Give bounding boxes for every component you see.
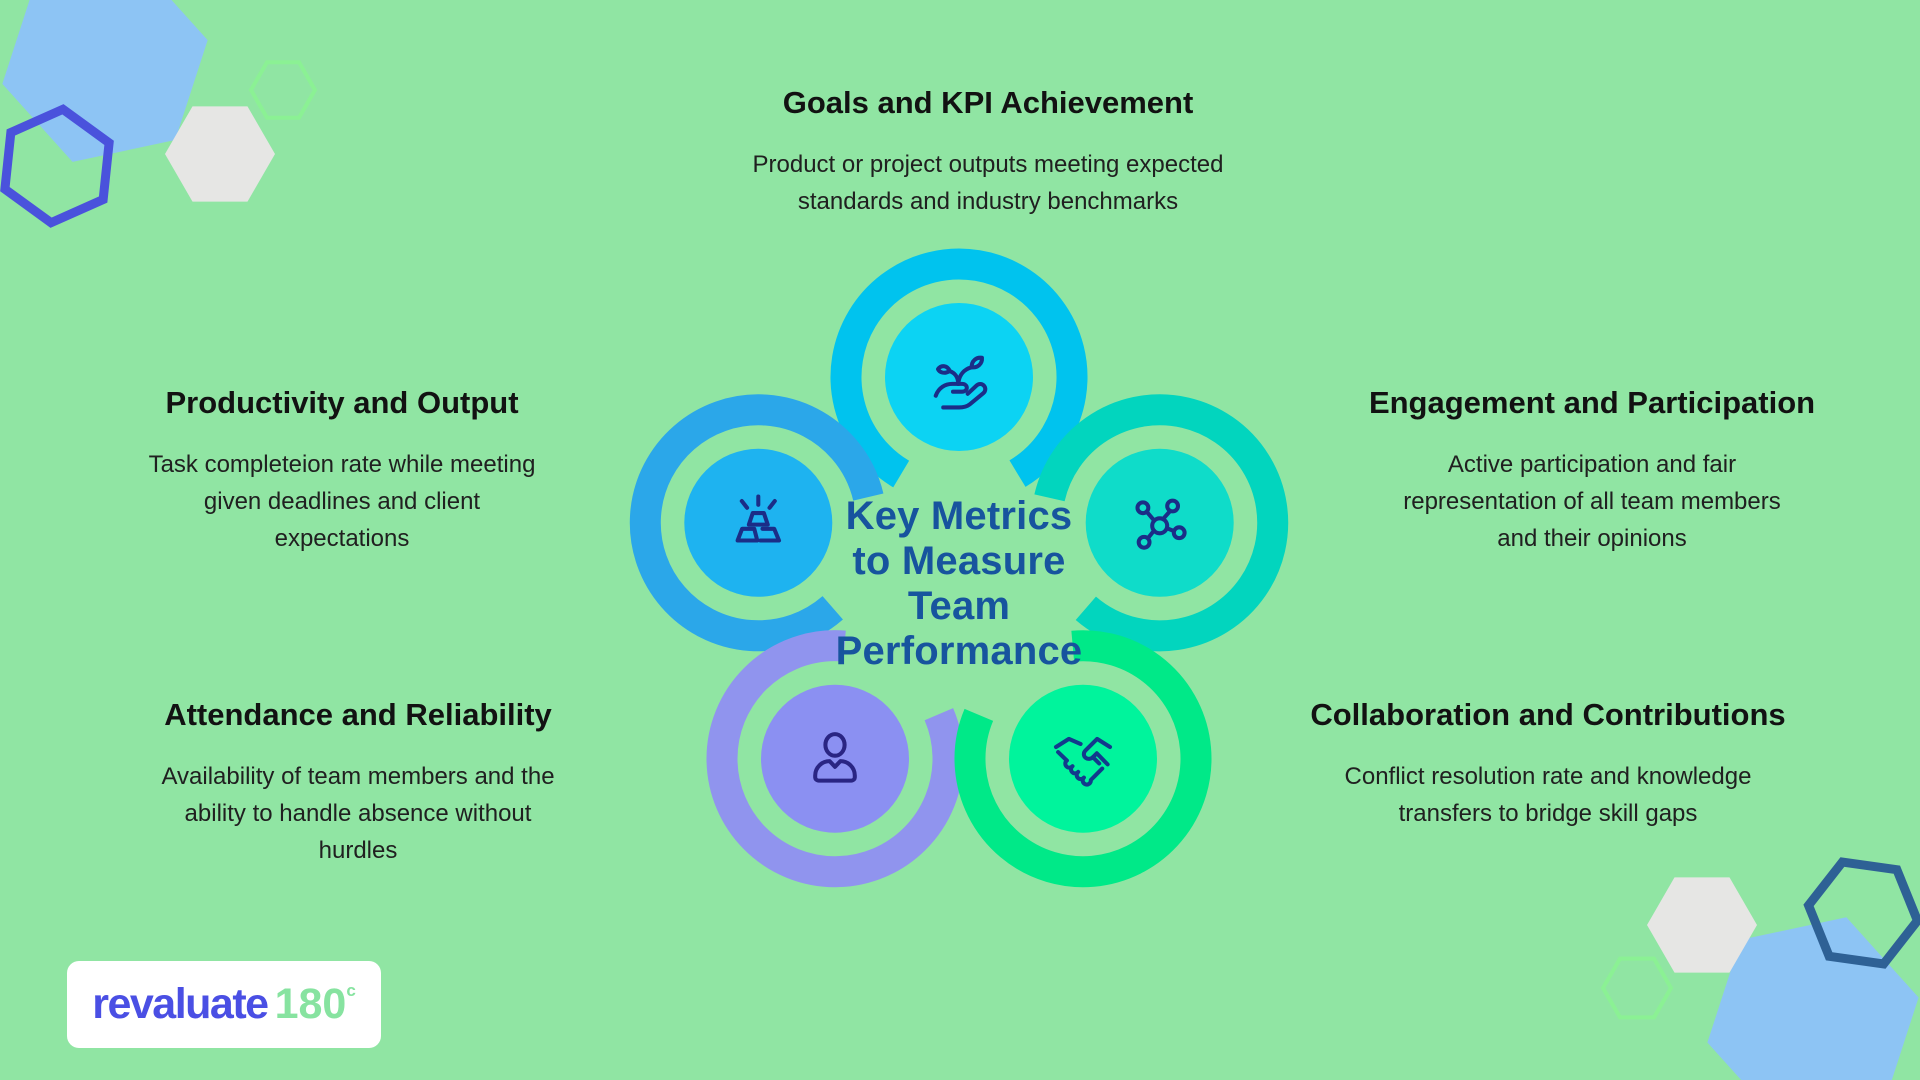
section-goals: Goals and KPI Achievement Product or pro… [638,84,1338,220]
section-attendance: Attendance and Reliability Availability … [108,696,608,869]
section-heading: Productivity and Output [165,385,519,420]
section-engagement: Engagement and Participation Active part… [1342,384,1842,557]
section-heading: Goals and KPI Achievement [782,85,1194,120]
hexagon-outline-green [248,60,318,120]
petal-circle [1085,448,1234,597]
hexagon-outline-green [1600,956,1674,1020]
petal-ring [629,394,887,652]
petal-circle [1009,684,1157,833]
hexagon-filled-blue [1707,917,1919,1080]
handshake-icon [1053,736,1113,787]
hexagon-filled-gray [1647,877,1757,973]
hexagon-outline-steel [1803,857,1920,969]
section-productivity: Productivity and Output Task completeion… [92,384,592,557]
gold-bars-icon [735,494,782,543]
section-heading: Attendance and Reliability [164,697,552,732]
section-description: Availability of team members and the abi… [161,763,555,864]
sprout-in-hand-icon [933,355,988,410]
hexagon-decor-top-left [0,0,318,228]
network-nodes-icon [1135,498,1187,550]
petal-productivity [629,394,887,652]
section-heading: Collaboration and Contributions [1310,697,1786,732]
brand-name: revaluate [92,980,269,1028]
section-collaboration: Collaboration and Contributions Conflict… [1298,696,1798,832]
section-description: Product or project outputs meeting expec… [752,151,1224,215]
section-description: Active participation and fair representa… [1403,451,1781,552]
hexagon-filled-gray [165,106,275,202]
section-description: Task completeion rate while meeting give… [148,451,536,552]
petal-circle [761,684,909,833]
section-heading: Engagement and Participation [1368,385,1816,420]
degree-mark-icon: c [346,980,356,1000]
petal-engagement [1031,394,1289,652]
brand-suffix: 180 [274,980,347,1028]
petal-ring [1031,394,1289,652]
section-description: Conflict resolution rate and knowledge t… [1344,763,1752,827]
hexagon-outline-indigo [0,104,114,228]
diagram-title: Key Metrics to Measure Team Performance [835,494,1083,673]
flower-diagram [629,248,1289,888]
hexagon-decor-bottom-right [1600,857,1920,1080]
person-icon [813,732,857,783]
